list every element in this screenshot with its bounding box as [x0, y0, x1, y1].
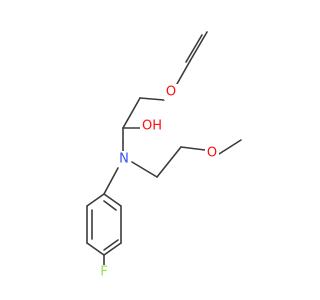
- bond-ethyl-ch2: [156, 146, 182, 178]
- fluorine-label: F: [100, 265, 107, 280]
- ether-oxygen-bg: [164, 84, 178, 100]
- hydroxyl-bg: [140, 118, 164, 134]
- methoxy-oxygen-bg: [205, 145, 219, 161]
- bond-ring-3: [86, 242, 105, 256]
- bond-methoxy-ch3: [218, 139, 242, 155]
- fluorine-bg: [98, 265, 110, 281]
- hydroxyl-label: OH: [142, 119, 162, 134]
- amine-nitrogen-bg: [117, 151, 131, 167]
- bond-ring-double-2: [103, 239, 119, 251]
- bond-n-benzyl: [103, 167, 119, 195]
- bond-ch2-methoxy: [180, 146, 206, 151]
- ether-oxygen-label: O: [166, 85, 176, 100]
- bond-allyl-terminal-double: [189, 31, 208, 62]
- bond-n-ethyl: [131, 161, 158, 178]
- bond-ring-double-3: [103, 200, 117, 211]
- bond-o-ch2: [139, 97, 165, 101]
- methoxy-oxygen-label: O: [207, 146, 217, 161]
- bond-ch2-choh: [122, 97, 141, 129]
- bond-allyl-terminal-double-inner: [185, 34, 203, 63]
- bond-ring-4: [103, 242, 122, 256]
- amine-nitrogen-label: N: [119, 152, 129, 167]
- molecule-structure: O OH N O F: [86, 31, 242, 281]
- bond-ring-6: [103, 193, 122, 207]
- bond-ring-1: [86, 193, 105, 207]
